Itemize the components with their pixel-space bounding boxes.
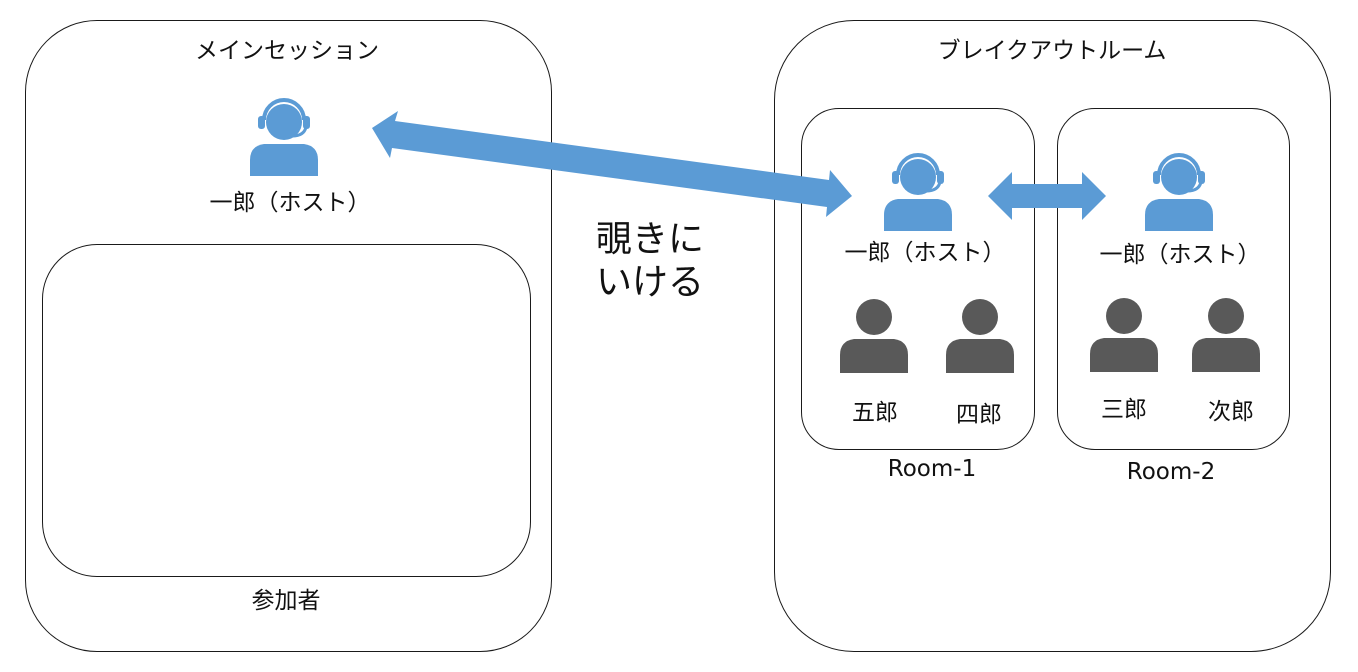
- breakout-title: ブレイクアウトルーム: [937, 38, 1167, 64]
- main-host-name: 一郎（ホスト）: [209, 190, 371, 216]
- room-1-host-name: 一郎（ホスト）: [844, 240, 1006, 266]
- room-1-member-2-person-icon: [946, 299, 1014, 373]
- participants-label: 参加者: [251, 588, 321, 614]
- room-2-host-headset-person-icon: [1145, 153, 1213, 231]
- room-1-host-headset-person-icon: [884, 153, 952, 231]
- room-2-label: Room-2: [1126, 459, 1216, 485]
- peek-annotation-line2: いける: [596, 262, 705, 304]
- main-host-headset-person-icon: [250, 98, 318, 176]
- room-2-host-name: 一郎（ホスト）: [1099, 242, 1261, 268]
- main-session-title: メインセッション: [195, 38, 379, 64]
- room-2-member-1-name: 三郎: [1101, 397, 1147, 423]
- peek-annotation-line1: 覗きに: [596, 219, 705, 260]
- room-1-member-1-person-icon: [840, 299, 908, 373]
- room-2-member-1-person-icon: [1090, 298, 1158, 372]
- room-double-arrow: [988, 172, 1106, 220]
- room-2-member-2-person-icon: [1192, 298, 1260, 372]
- room-1-label: Room-1: [887, 456, 977, 482]
- room-2-member-2-name: 次郎: [1208, 399, 1254, 425]
- peek-double-arrow: [372, 111, 852, 217]
- room-1-member-2-name: 四郎: [956, 402, 1002, 428]
- peek-annotation: 覗きに いける: [596, 218, 704, 304]
- room-1-member-1-name: 五郎: [852, 400, 898, 426]
- participants-box: [42, 244, 531, 577]
